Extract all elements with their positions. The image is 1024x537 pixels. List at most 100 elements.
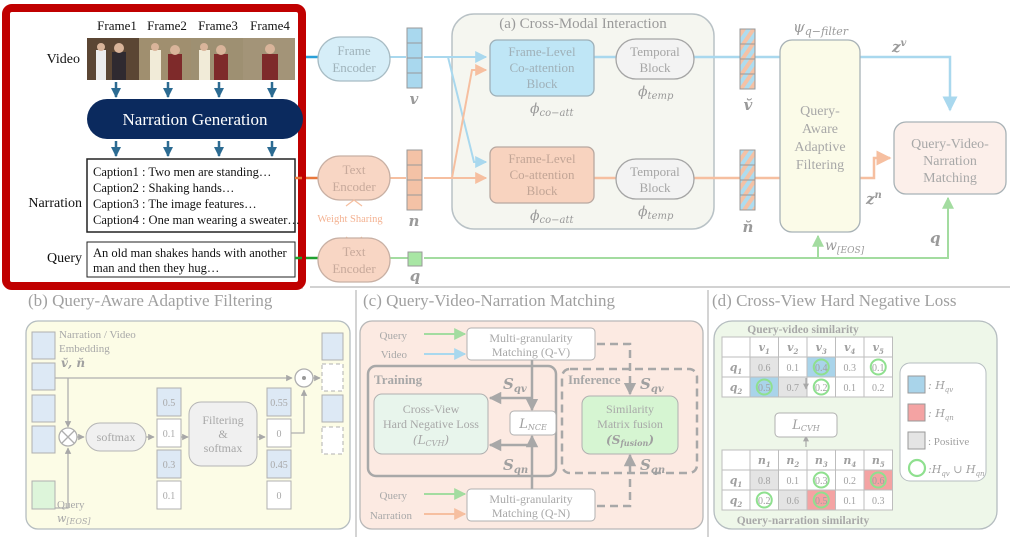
phi-temp-label: ϕtemp (638, 84, 674, 102)
column-header: v1 (759, 341, 770, 356)
similarity-value: 0.2 (815, 383, 828, 394)
weight-value: 0.5 (163, 398, 176, 409)
legend-swatch (907, 403, 926, 422)
fusion-label: Matrix fusion (597, 417, 663, 431)
frame-label: Frame1 (97, 18, 137, 33)
narration-embedding-vector (406, 149, 423, 211)
lcvh-label: LCVH (791, 418, 821, 433)
qn-similarity-title: Query-narration similarity (737, 515, 870, 527)
similarity-value: 0.1 (787, 476, 800, 487)
video-row-label: Video (47, 52, 80, 67)
query-aware-filter-block (779, 39, 861, 233)
query-text-box (86, 241, 296, 278)
weight-cell: 0.1 (156, 418, 182, 448)
phi-coatt-label: ϕco−att (530, 208, 575, 226)
text-encoder-label: Text (343, 244, 366, 259)
weight-value: 0.55 (270, 398, 288, 409)
zv-label: zv (891, 38, 907, 56)
similarity-value: 0.2 (758, 496, 771, 507)
similarity-value: 0.2 (872, 383, 885, 394)
column-header: n5 (872, 454, 885, 469)
weight-cell: 0.45 (266, 449, 292, 479)
query-embedding-vector (407, 251, 423, 267)
legend-item: : Hqv (907, 375, 953, 394)
similarity-value: 0.4 (815, 363, 828, 374)
sqn-label-inference: Sqn (640, 456, 665, 476)
legend-item: : Positive (907, 431, 969, 450)
generator-to-caption-arrows (111, 141, 277, 157)
nce-label: LNCE (518, 417, 547, 432)
temporal-label: Block (639, 60, 671, 75)
v-tilde-label: v̆ (744, 96, 753, 114)
embedding-symbols: v̆, n̆ (61, 356, 85, 370)
coatt-label: Frame-Level (508, 151, 576, 166)
narration-row-label: Narration (28, 196, 82, 211)
column-header: n3 (815, 454, 828, 469)
legend-item: : Hqn (907, 403, 954, 422)
mg-qv-label: Multi-granularity (489, 331, 572, 345)
hard-negative-circle-icon (755, 378, 773, 396)
narration-generation-label: Narration Generation (123, 110, 268, 129)
input-narration-label: Narration (370, 510, 413, 522)
legend-swatch (907, 431, 926, 450)
hard-negative-circle-icon (812, 491, 830, 509)
mg-qn-label: Matching (Q-N) (492, 506, 570, 520)
caption-line: Caption1 : Two men are standing… (93, 165, 271, 179)
temporal-label: Temporal (630, 44, 680, 59)
coattention-block-video (489, 39, 595, 97)
text-encoder-query (317, 237, 391, 283)
legend-label: : Hqv (928, 379, 953, 394)
frame-label: Frame4 (250, 18, 290, 33)
query-row-label: Query (47, 251, 82, 266)
hard-negative-circle-icon (812, 471, 830, 489)
column-header: v4 (844, 341, 855, 356)
mg-qn-label: Multi-granularity (489, 492, 572, 506)
fusion-label: Similarity (606, 402, 654, 416)
frame-labels: Frame1 Frame2 Frame3 Frame4 (97, 18, 290, 33)
panel-d-title: (d) Cross-View Hard Negative Loss (712, 291, 956, 310)
panel-c-title: (c) Query-Video-Narration Matching (363, 291, 615, 310)
filtered-output-stack (321, 332, 344, 455)
coatt-label: Block (526, 183, 558, 198)
row-header: q1 (730, 361, 743, 376)
caption-line: Caption3 : The image features… (93, 197, 257, 211)
training-label: Training (374, 372, 423, 387)
input-query-label: Query (380, 330, 408, 342)
weight-cell: 0 (266, 480, 292, 510)
similarity-value: 0.1 (872, 363, 885, 374)
table-cell (863, 489, 893, 511)
caption-line: Caption4 : One man wearing a sweater… (93, 213, 300, 227)
filtering-label: & (218, 427, 228, 441)
weight-value: 0.1 (163, 429, 176, 440)
table-cell (721, 336, 751, 358)
frame-encoder (317, 36, 391, 82)
filter-label: Filtering (796, 158, 844, 173)
similarity-value: 0.1 (844, 383, 857, 394)
hard-negative-circle-icon (869, 471, 887, 489)
similarity-value: 0.1 (787, 363, 800, 374)
caption-line: Caption2 : Shaking hands… (93, 181, 234, 195)
matching-label: Matching (923, 171, 977, 186)
qv-similarity-title: Query-video similarity (747, 324, 859, 336)
coatt-label: Block (526, 76, 558, 91)
text-encoder-label: Encoder (332, 261, 376, 276)
input-video-label: Video (381, 349, 408, 361)
temporal-block-narration (615, 158, 695, 200)
filtering-softmax-block (188, 401, 258, 467)
inference-label: Inference (568, 372, 621, 387)
lcvh-box (774, 412, 838, 438)
similarity-value: 0.6 (787, 496, 800, 507)
coattention-block-narration (489, 146, 595, 204)
query-label: Query (57, 499, 85, 511)
legend-label: : Positive (928, 436, 969, 448)
coatt-label: Co-attention (510, 60, 575, 75)
similarity-value: 0.6 (872, 476, 885, 487)
row-header: q2 (730, 381, 743, 396)
filter-label: Adaptive (794, 140, 845, 155)
panel-a-title: (a) Cross-Modal Interaction (499, 16, 667, 32)
cvh-loss-box (373, 393, 489, 455)
similarity-value: 0.8 (758, 476, 771, 487)
